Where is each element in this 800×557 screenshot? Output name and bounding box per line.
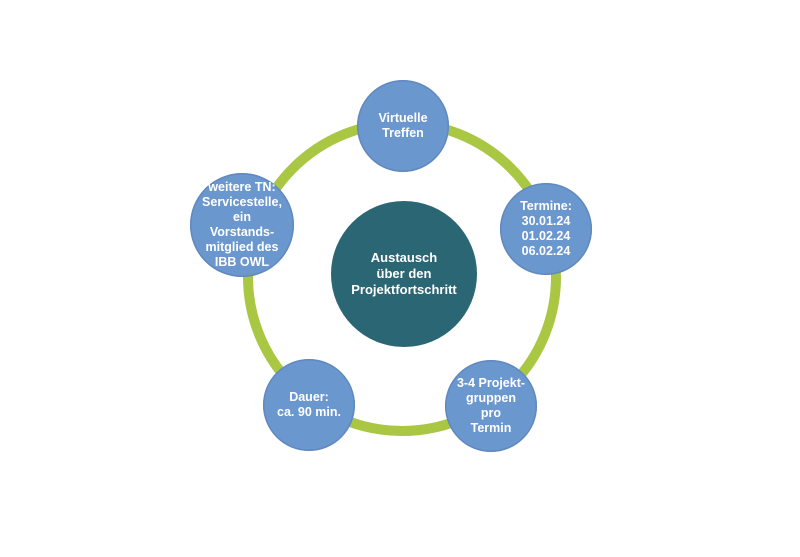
node-projektgruppen: 3-4 Projekt- gruppen pro Termin (445, 360, 537, 452)
center-node-austausch: Austausch über den Projektfortschritt (331, 201, 477, 347)
node-virtuelle-treffen: Virtuelle Treffen (357, 80, 449, 172)
node-termine: Termine: 30.01.24 01.02.24 06.02.24 (500, 183, 592, 275)
node-label: Virtuelle Treffen (378, 111, 428, 140)
node-label: Termine: 30.01.24 01.02.24 06.02.24 (520, 199, 572, 258)
node-label: weitere TN: Servicestelle, ein Vorstands… (202, 180, 282, 269)
node-label: 3-4 Projekt- gruppen pro Termin (456, 376, 526, 435)
node-dauer: Dauer: ca. 90 min. (263, 359, 355, 451)
node-weitere-tn: weitere TN: Servicestelle, ein Vorstands… (190, 173, 294, 277)
center-node-label: Austausch über den Projektfortschritt (351, 250, 457, 297)
node-label: Dauer: ca. 90 min. (277, 390, 341, 419)
